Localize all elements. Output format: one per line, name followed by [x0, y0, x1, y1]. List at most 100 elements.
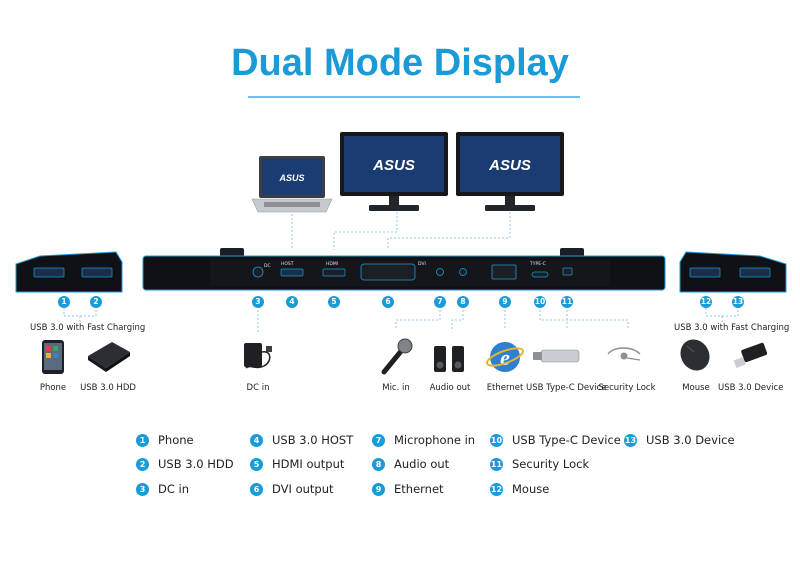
legend-item: 1 Phone	[136, 432, 194, 448]
bracket-right	[705, 308, 739, 317]
legend-item: 12 Mouse	[490, 481, 549, 497]
legend-label: USB 3.0 HOST	[272, 433, 354, 447]
legend-number: 7	[372, 433, 385, 447]
typec-port	[531, 271, 549, 278]
svg-text:e: e	[500, 345, 510, 370]
device-label-ethernet: Ethernet	[486, 383, 524, 393]
audio-port	[459, 268, 467, 276]
left-usb-port-2	[81, 267, 113, 278]
legend-number: 4	[250, 433, 263, 447]
legend-item: 5 HDMI output	[250, 456, 344, 472]
port-badge-6: 6	[382, 296, 394, 308]
port-badge-4: 4	[286, 296, 298, 308]
port-badge-2: 2	[90, 296, 102, 308]
device-label-mic: Mic. in	[382, 383, 410, 393]
legend-number: 10	[490, 433, 503, 447]
monitor-1-icon: ASUS	[340, 132, 448, 211]
hdd-icon	[88, 342, 130, 372]
device-label-lock: Security Lock	[598, 383, 656, 393]
line-monitor-dvi	[387, 212, 511, 250]
device-label-usbdevice: USB 3.0 Device	[718, 383, 784, 393]
line-mic	[395, 310, 441, 330]
port-badge-3: 3	[252, 296, 264, 308]
legend-label: Ethernet	[394, 482, 444, 496]
legend-label: Mouse	[512, 482, 550, 496]
legend-number: 2	[136, 457, 149, 471]
port-badge-7: 7	[434, 296, 446, 308]
connector-lines	[63, 212, 739, 332]
typec-device-icon	[533, 349, 580, 363]
dc-port	[252, 266, 264, 278]
port-badge-1: 1	[58, 296, 70, 308]
legend-label: USB 3.0 Device	[646, 433, 735, 447]
laptop-icon: ASUS	[251, 156, 333, 213]
legend-label: HDMI output	[272, 457, 345, 471]
usb-host-port	[280, 268, 304, 277]
device-label-typec: USB Type-C Device	[526, 383, 607, 393]
legend-item: 10 USB Type-C Device	[490, 432, 621, 448]
device-label-audio: Audio out	[429, 383, 471, 393]
legend-label: DC in	[158, 482, 190, 496]
device-label-phone: Phone	[39, 383, 67, 393]
legend-label: USB 3.0 HDD	[158, 457, 234, 471]
port-badge-8: 8	[457, 296, 469, 308]
lock-slot	[562, 267, 573, 276]
monitor-2-icon: ASUS	[456, 132, 564, 211]
power-adapter-icon	[244, 343, 272, 369]
legend-number: 3	[136, 482, 149, 496]
dock-main	[142, 248, 666, 291]
device-label-hdd: USB 3.0 HDD	[80, 383, 136, 393]
port-label-dvi: DVI	[418, 262, 426, 267]
legend-number: 5	[250, 457, 263, 471]
legend-item: 6 DVI output	[250, 481, 334, 497]
legend-number: 6	[250, 482, 263, 496]
legend-item: 4 USB 3.0 HOST	[250, 432, 353, 448]
page-title: Dual Mode Display	[231, 42, 569, 84]
legend-item: 2 USB 3.0 HDD	[136, 456, 234, 472]
security-lock-icon	[607, 347, 641, 361]
port-label-hdmi: HDMI	[326, 262, 339, 267]
legend-number: 12	[490, 482, 503, 496]
legend-label: Phone	[158, 433, 194, 447]
group-label-left: USB 3.0 with Fast Charging	[30, 323, 146, 333]
legend-item: 9 Ethernet	[372, 481, 444, 497]
port-badge-11: 11	[561, 296, 573, 308]
hdmi-port	[322, 268, 346, 277]
legend-number: 9	[372, 482, 385, 496]
bracket-left	[63, 308, 97, 317]
phone-icon	[42, 340, 64, 374]
mic-port	[436, 268, 444, 276]
port-badge-12: 12	[700, 296, 712, 308]
port-label-typec: TYPE-C	[530, 262, 546, 267]
legend-number: 1	[136, 433, 149, 447]
legend-item: 8 Audio out	[372, 456, 449, 472]
mouse-icon	[680, 339, 710, 371]
port-label-host: HOST	[281, 262, 294, 267]
legend-label: USB Type-C Device	[512, 433, 621, 447]
line-audio	[451, 310, 464, 330]
port-badge-13: 13	[732, 296, 744, 308]
legend-label: Audio out	[394, 457, 450, 471]
dock-left-side	[15, 251, 123, 293]
legend-label: Security Lock	[512, 457, 590, 471]
line-monitor-hdmi	[333, 212, 398, 250]
legend-item: 3 DC in	[136, 481, 189, 497]
port-badge-5: 5	[328, 296, 340, 308]
legend-number: 11	[490, 457, 503, 471]
right-usb-port-1	[689, 267, 721, 278]
right-usb-port-2	[739, 267, 771, 278]
dock-right-side	[679, 251, 787, 293]
title-underline	[248, 96, 580, 98]
speakers-icon	[434, 346, 464, 372]
monitor-1-brand: ASUS	[372, 157, 415, 174]
left-usb-port-1	[33, 267, 65, 278]
monitor-2-brand: ASUS	[488, 157, 531, 174]
legend-item: 11 Security Lock	[490, 456, 589, 472]
legend-number: 8	[372, 457, 385, 471]
legend-label: DVI output	[272, 482, 334, 496]
microphone-icon	[381, 338, 413, 375]
line-lock	[539, 310, 629, 330]
device-label-dc: DC in	[246, 383, 270, 393]
